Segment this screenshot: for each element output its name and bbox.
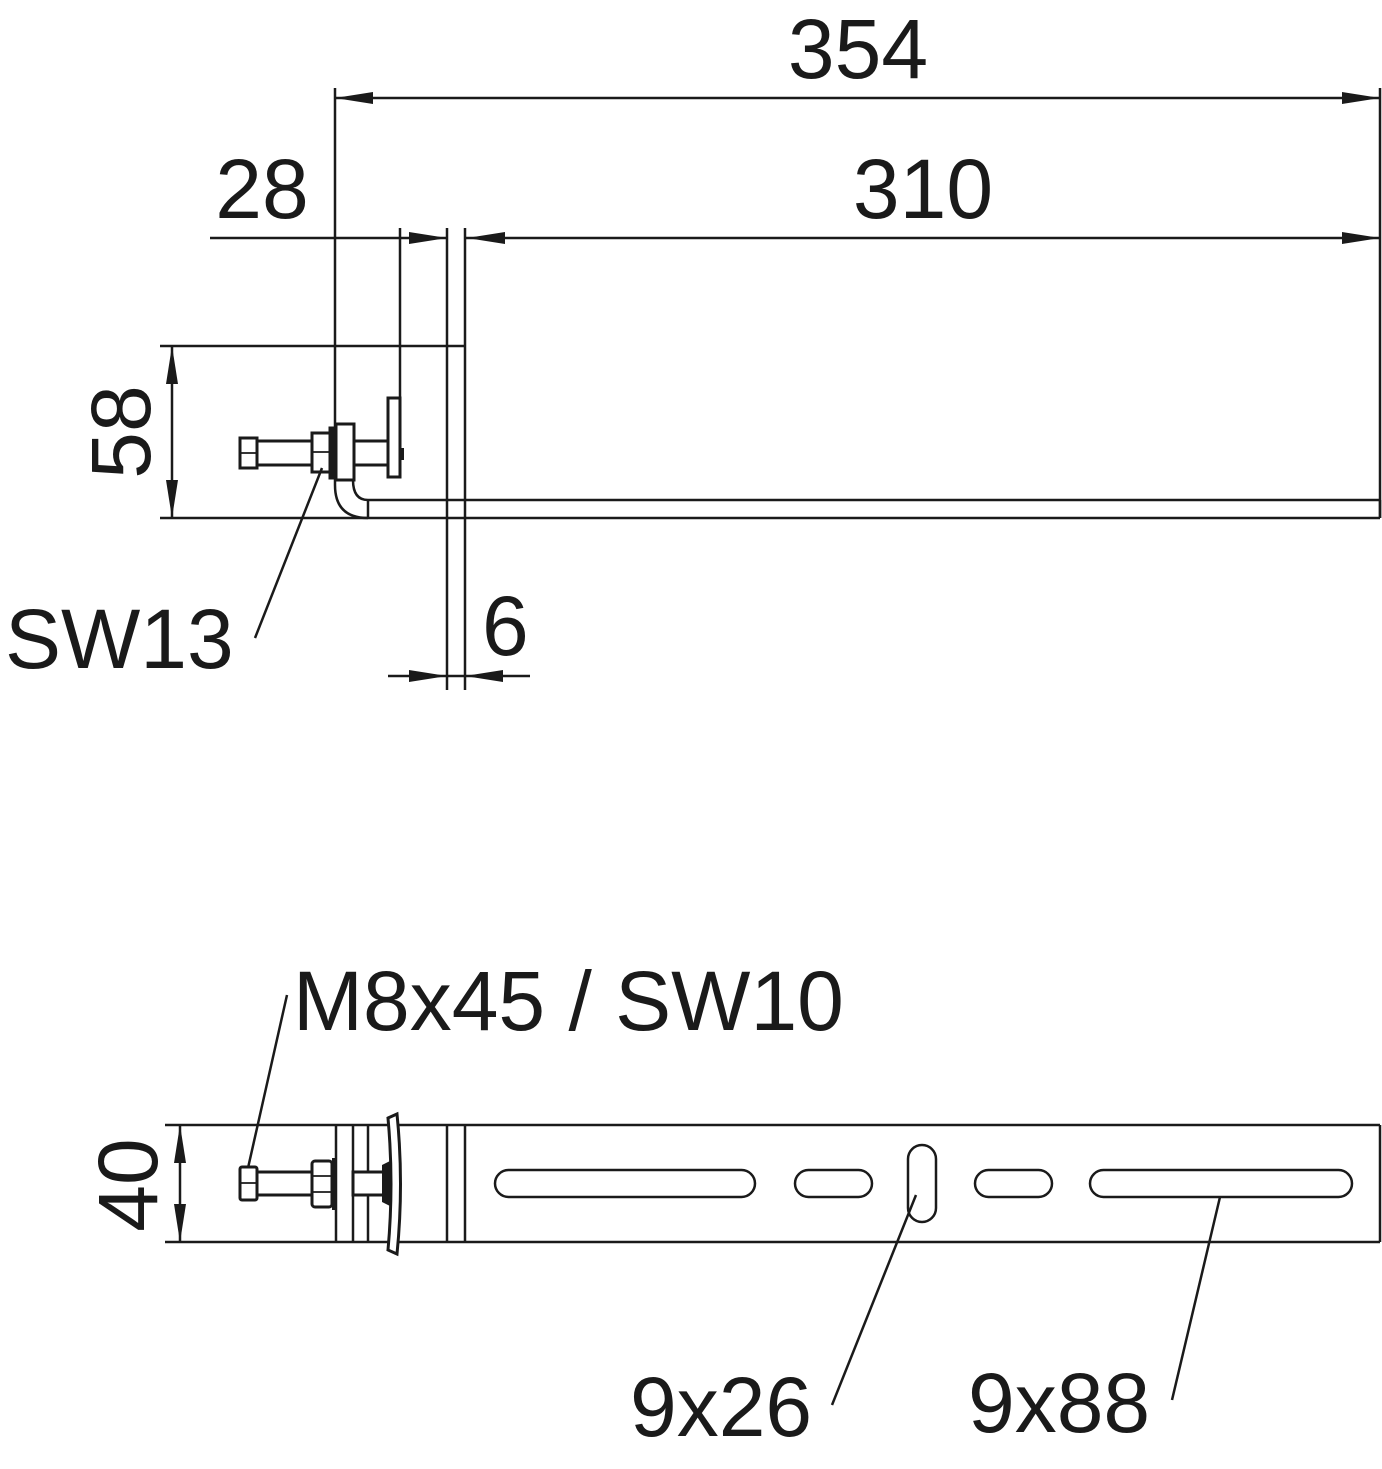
sw13-callout: SW13 xyxy=(5,467,324,686)
dimension-40: 40 xyxy=(81,1125,186,1242)
clamp-bolt-top xyxy=(238,396,404,482)
top-view: 354 310 28 58 xyxy=(5,2,1382,690)
short-slot xyxy=(793,1168,874,1199)
dimension-354-label: 354 xyxy=(788,2,928,96)
bolt-label: M8x45 / SW10 xyxy=(293,954,844,1048)
dimension-58-label: 58 xyxy=(74,385,168,478)
bottom-view: 40 M8x45 / SW10 9x26 xyxy=(81,954,1382,1454)
short-slot-label: 9x26 xyxy=(630,1360,812,1454)
long-slot xyxy=(493,1168,757,1199)
dimension-28: 28 xyxy=(210,142,447,398)
bolt-callout: M8x45 / SW10 xyxy=(246,954,844,1169)
dimension-6: 6 xyxy=(388,579,530,682)
bracket-side xyxy=(333,479,1382,520)
dimension-58: 58 xyxy=(74,344,465,520)
sw13-label: SW13 xyxy=(5,592,234,686)
slots xyxy=(493,1143,1354,1224)
dimension-310: 310 xyxy=(465,142,1380,244)
dimension-310-label: 310 xyxy=(853,142,993,236)
dimension-40-label: 40 xyxy=(81,1138,175,1231)
dimension-28-label: 28 xyxy=(215,142,308,236)
dimension-354: 354 xyxy=(333,2,1382,518)
long-slot xyxy=(1088,1168,1354,1199)
long-slot-callout: 9x88 xyxy=(968,1196,1222,1450)
bracket-plan xyxy=(165,1123,1382,1244)
short-slot-callout: 9x26 xyxy=(630,1194,918,1454)
clamp-bolt-plan xyxy=(238,1111,402,1257)
short-slot-vertical xyxy=(906,1143,938,1224)
dimension-6-label: 6 xyxy=(482,579,529,673)
short-slot xyxy=(973,1168,1054,1199)
long-slot-label: 9x88 xyxy=(968,1356,1150,1450)
